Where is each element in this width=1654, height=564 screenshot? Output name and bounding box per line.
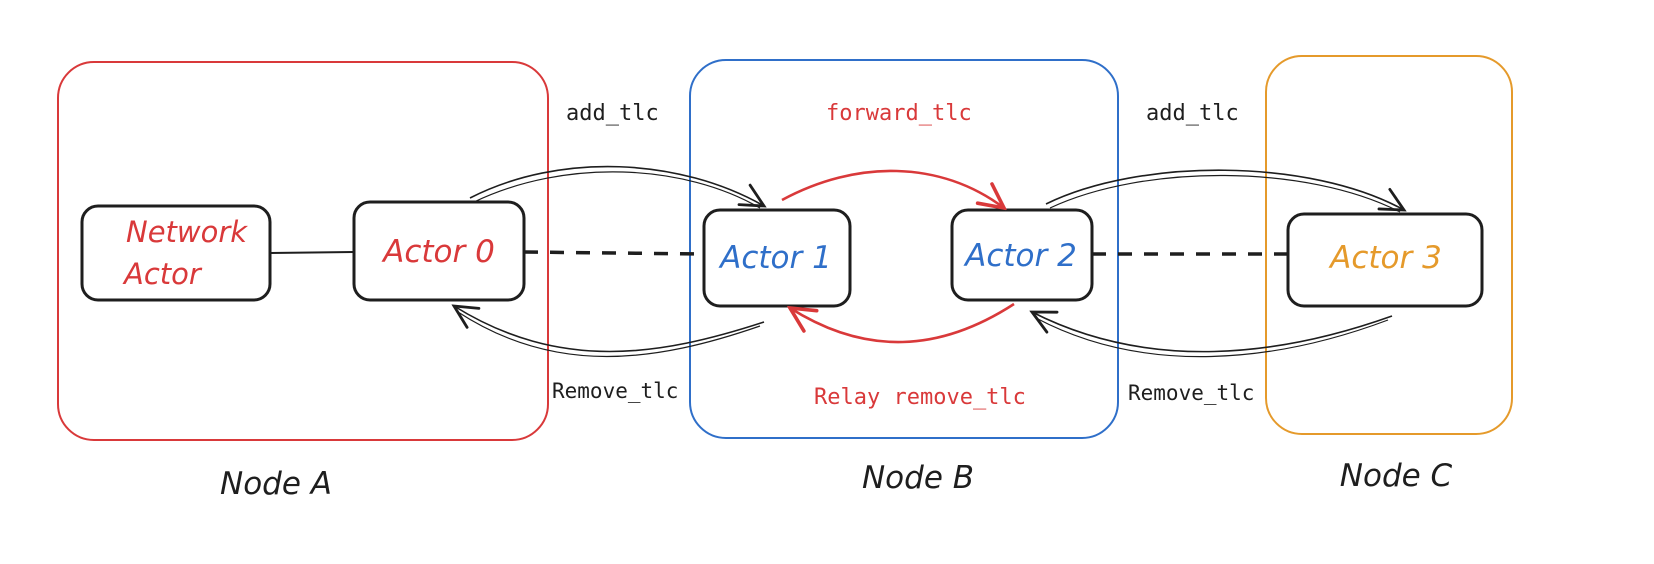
add-tlc-label-left: add_tlc [566,101,659,126]
relay-remove-tlc-label: Relay remove_tlc [814,385,1026,410]
actor-3-label: Actor 3 [1328,240,1442,276]
node-a-box [57,61,549,441]
forward-tlc-label: forward_tlc [826,101,972,126]
remove-tlc-arrow-right [1032,312,1393,353]
actor-0-box [352,200,526,302]
actor-1-label: Actor 1 [718,240,832,276]
node-b-box [689,59,1119,439]
add-tlc-arrow-right [1045,169,1404,210]
network-actor-label-line2: Actor [122,257,203,291]
node-c-box [1265,55,1513,435]
channel-actor0-actor1 [523,250,705,256]
add-tlc-label-right: add_tlc [1146,101,1239,126]
actor-1-box [702,208,852,308]
actor-2-label: Actor 2 [963,238,1077,274]
add-tlc-arrow-left [469,165,764,206]
remove-tlc-label-left: Remove_tlc [552,379,678,403]
actor-3-box [1286,212,1484,308]
remove-tlc-arrow-right-stroke2 [1035,317,1389,358]
add-tlc-arrow-right-stroke2 [1049,174,1401,213]
node-c-label: Node C [1340,458,1453,494]
network-to-actor0-line [269,251,355,254]
node-a-label: Node A [220,466,332,502]
network-actor-label-line1: Network [126,215,248,249]
remove-tlc-arrow-left-stroke2 [457,311,761,357]
relay-remove-tlc-arrow [790,302,1015,344]
add-tlc-arrow-left-stroke2 [473,171,761,209]
node-b-label: Node B [862,460,974,496]
remove-tlc-label-right: Remove_tlc [1128,381,1254,405]
remove-tlc-arrow-left [454,306,765,353]
actor-0-label: Actor 0 [381,234,495,270]
forward-tlc-arrow [781,169,1004,208]
